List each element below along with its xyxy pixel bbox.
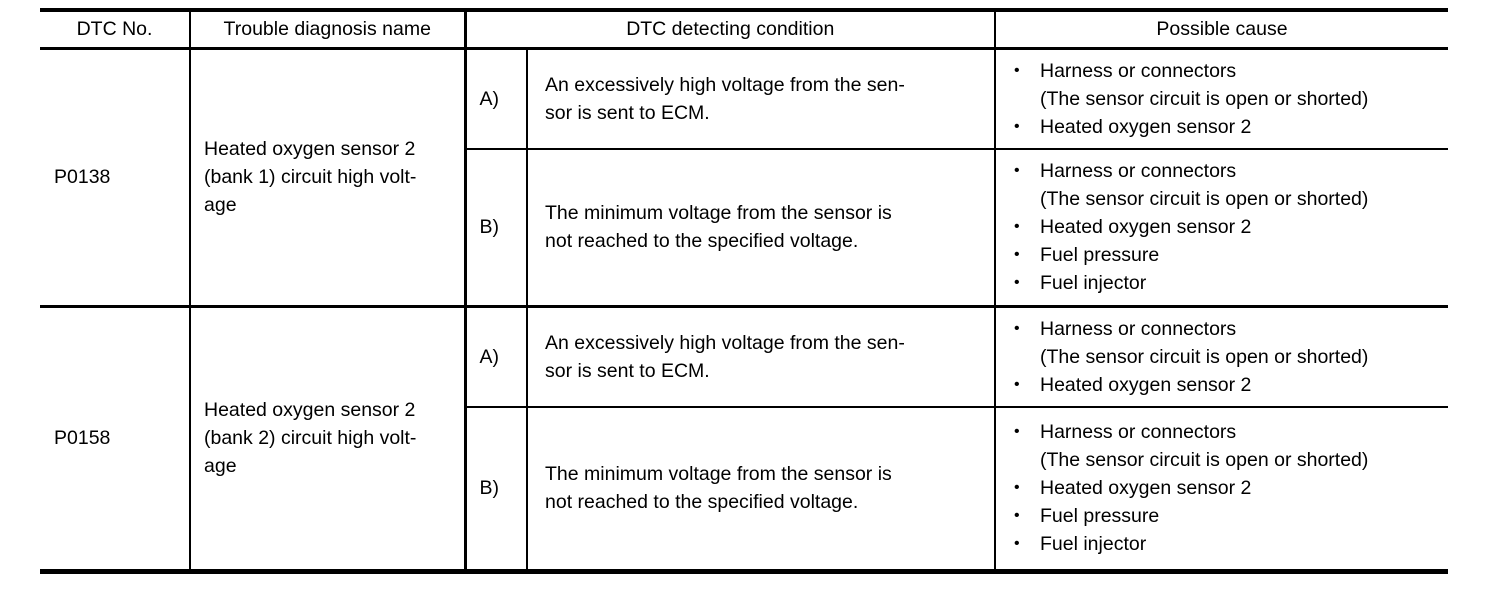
- trouble-name-cell: Heated oxygen sensor 2 (bank 1) circuit …: [189, 48, 465, 308]
- text-line: Heated oxygen sensor 2: [204, 138, 416, 161]
- text-line: Heated oxygen sensor 2: [204, 399, 416, 422]
- table-header-row: DTC No. Trouble diagnosis name DTC detec…: [40, 10, 1448, 50]
- text-line: age: [204, 455, 237, 478]
- dtc-code-cell: P0138: [40, 48, 190, 308]
- text-line: An excessively high voltage from the sen…: [545, 332, 905, 354]
- condition-label: B): [479, 477, 500, 500]
- text-line: Fuel injector: [1040, 533, 1147, 556]
- condition-label-cell: A): [463, 306, 527, 408]
- header-dtc-no: DTC No.: [40, 10, 190, 50]
- text-line: (The sensor circuit is open or shorted): [1040, 449, 1369, 472]
- condition-label: B): [479, 216, 500, 239]
- text-line: sor is sent to ECM.: [545, 101, 710, 124]
- text-line: age: [204, 194, 237, 217]
- cause-text: Fuel injector: [1040, 530, 1442, 558]
- text-line: The minimum voltage from the sensor is: [545, 202, 892, 225]
- cause-text: Heated oxygen sensor 2: [1040, 371, 1442, 399]
- cause-text: Fuel pressure: [1040, 502, 1442, 530]
- header-trouble-name: Trouble diagnosis name: [189, 10, 465, 50]
- text-line: sor is sent to ECM.: [545, 360, 710, 382]
- text-line: Harness or connectors: [1040, 318, 1237, 340]
- cause-text: Fuel injector: [1040, 269, 1442, 297]
- bullet-icon: •: [1014, 376, 1020, 393]
- header-detecting-condition: DTC detecting condition: [463, 10, 995, 50]
- bullet-icon: •: [1014, 507, 1020, 525]
- text-line: An excessively high voltage from the sen…: [545, 73, 905, 96]
- text-line: Heated oxygen sensor 2: [1040, 374, 1252, 396]
- cause-text: Harness or connectors (The sensor circui…: [1040, 57, 1442, 113]
- cause-text: Harness or connectors (The sensor circui…: [1040, 157, 1442, 213]
- text-line: not reached to the specified voltage.: [545, 491, 859, 514]
- cause-text: Heated oxygen sensor 2: [1040, 113, 1442, 141]
- text-line: Harness or connectors: [1040, 59, 1237, 82]
- header-possible-cause: Possible cause: [994, 10, 1448, 50]
- trouble-name-cell: Heated oxygen sensor 2 (bank 2) circuit …: [189, 306, 465, 571]
- text-line: Heated oxygen sensor 2: [1040, 216, 1252, 239]
- bullet-icon: •: [1014, 117, 1020, 135]
- cause-item: • Heated oxygen sensor 2: [1011, 474, 1442, 502]
- dtc-code: P0138: [54, 166, 111, 189]
- condition-label-cell: B): [463, 148, 527, 308]
- text-line: Fuel pressure: [1040, 505, 1160, 528]
- text-line: Fuel injector: [1040, 272, 1147, 295]
- bullet-icon: •: [1014, 320, 1020, 337]
- condition-text-cell: The minimum voltage from the sensor is n…: [526, 407, 995, 571]
- bullet-icon: •: [1014, 218, 1020, 236]
- cause-item: • Fuel pressure: [1011, 241, 1442, 269]
- text-line: (The sensor circuit is open or shorted): [1040, 87, 1369, 110]
- possible-cause-cell: • Harness or connectors (The sensor circ…: [994, 306, 1448, 408]
- text-line: (bank 1) circuit high volt-: [204, 166, 417, 189]
- table-row: B) The minimum voltage from the sensor i…: [40, 148, 1448, 308]
- condition-label: A): [479, 346, 500, 368]
- cause-item: • Harness or connectors (The sensor circ…: [1011, 315, 1442, 371]
- cause-item: • Heated oxygen sensor 2: [1011, 113, 1442, 141]
- condition-text-cell: An excessively high voltage from the sen…: [526, 48, 995, 150]
- table-row: B) The minimum voltage from the sensor i…: [40, 407, 1448, 571]
- table-row: P0158 Heated oxygen sensor 2 (bank 2) ci…: [40, 306, 1448, 571]
- cause-item: • Fuel injector: [1011, 530, 1442, 558]
- bullet-icon: •: [1014, 61, 1020, 79]
- condition-label-cell: B): [463, 407, 527, 571]
- dtc-code: P0158: [54, 427, 111, 450]
- text-line: Harness or connectors: [1040, 160, 1237, 183]
- text-line: (bank 2) circuit high volt-: [204, 427, 417, 450]
- text-line: Heated oxygen sensor 2: [1040, 477, 1252, 500]
- condition-label-cell: A): [463, 48, 527, 150]
- cause-text: Heated oxygen sensor 2: [1040, 474, 1442, 502]
- text-line: The minimum voltage from the sensor is: [545, 463, 892, 486]
- condition-text-cell: An excessively high voltage from the sen…: [526, 306, 995, 408]
- text-line: (The sensor circuit is open or shorted): [1040, 346, 1369, 368]
- text-line: Heated oxygen sensor 2: [1040, 115, 1252, 138]
- text-line: (The sensor circuit is open or shorted): [1040, 188, 1369, 211]
- possible-cause-cell: • Harness or connectors (The sensor circ…: [994, 407, 1448, 571]
- text-line: not reached to the specified voltage.: [545, 230, 859, 253]
- dtc-code-cell: P0158: [40, 307, 190, 572]
- condition-text-cell: The minimum voltage from the sensor is n…: [526, 148, 995, 308]
- bullet-icon: •: [1014, 274, 1020, 292]
- cause-item: • Fuel pressure: [1011, 502, 1442, 530]
- table-row: P0138 Heated oxygen sensor 2 (bank 1) ci…: [40, 48, 1448, 308]
- possible-cause-cell: • Harness or connectors (The sensor circ…: [994, 148, 1448, 308]
- bullet-icon: •: [1014, 423, 1020, 441]
- cause-item: • Fuel injector: [1011, 269, 1442, 297]
- dtc-table: DTC No. Trouble diagnosis name DTC detec…: [40, 8, 1448, 574]
- bullet-icon: •: [1014, 246, 1020, 264]
- cause-item: • Harness or connectors (The sensor circ…: [1011, 157, 1442, 213]
- bullet-icon: •: [1014, 162, 1020, 180]
- text-line: Harness or connectors: [1040, 421, 1237, 444]
- bullet-icon: •: [1014, 535, 1020, 553]
- cause-item: • Harness or connectors (The sensor circ…: [1011, 418, 1442, 474]
- cause-text: Harness or connectors (The sensor circui…: [1040, 315, 1442, 371]
- possible-cause-cell: • Harness or connectors (The sensor circ…: [994, 48, 1448, 150]
- cause-item: • Heated oxygen sensor 2: [1011, 371, 1442, 399]
- cause-item: • Heated oxygen sensor 2: [1011, 213, 1442, 241]
- text-line: Fuel pressure: [1040, 244, 1160, 267]
- bullet-icon: •: [1014, 479, 1020, 497]
- cause-item: • Harness or connectors (The sensor circ…: [1011, 57, 1442, 113]
- cause-text: Harness or connectors (The sensor circui…: [1040, 418, 1442, 474]
- cause-text: Fuel pressure: [1040, 241, 1442, 269]
- cause-text: Heated oxygen sensor 2: [1040, 213, 1442, 241]
- condition-label: A): [479, 87, 500, 110]
